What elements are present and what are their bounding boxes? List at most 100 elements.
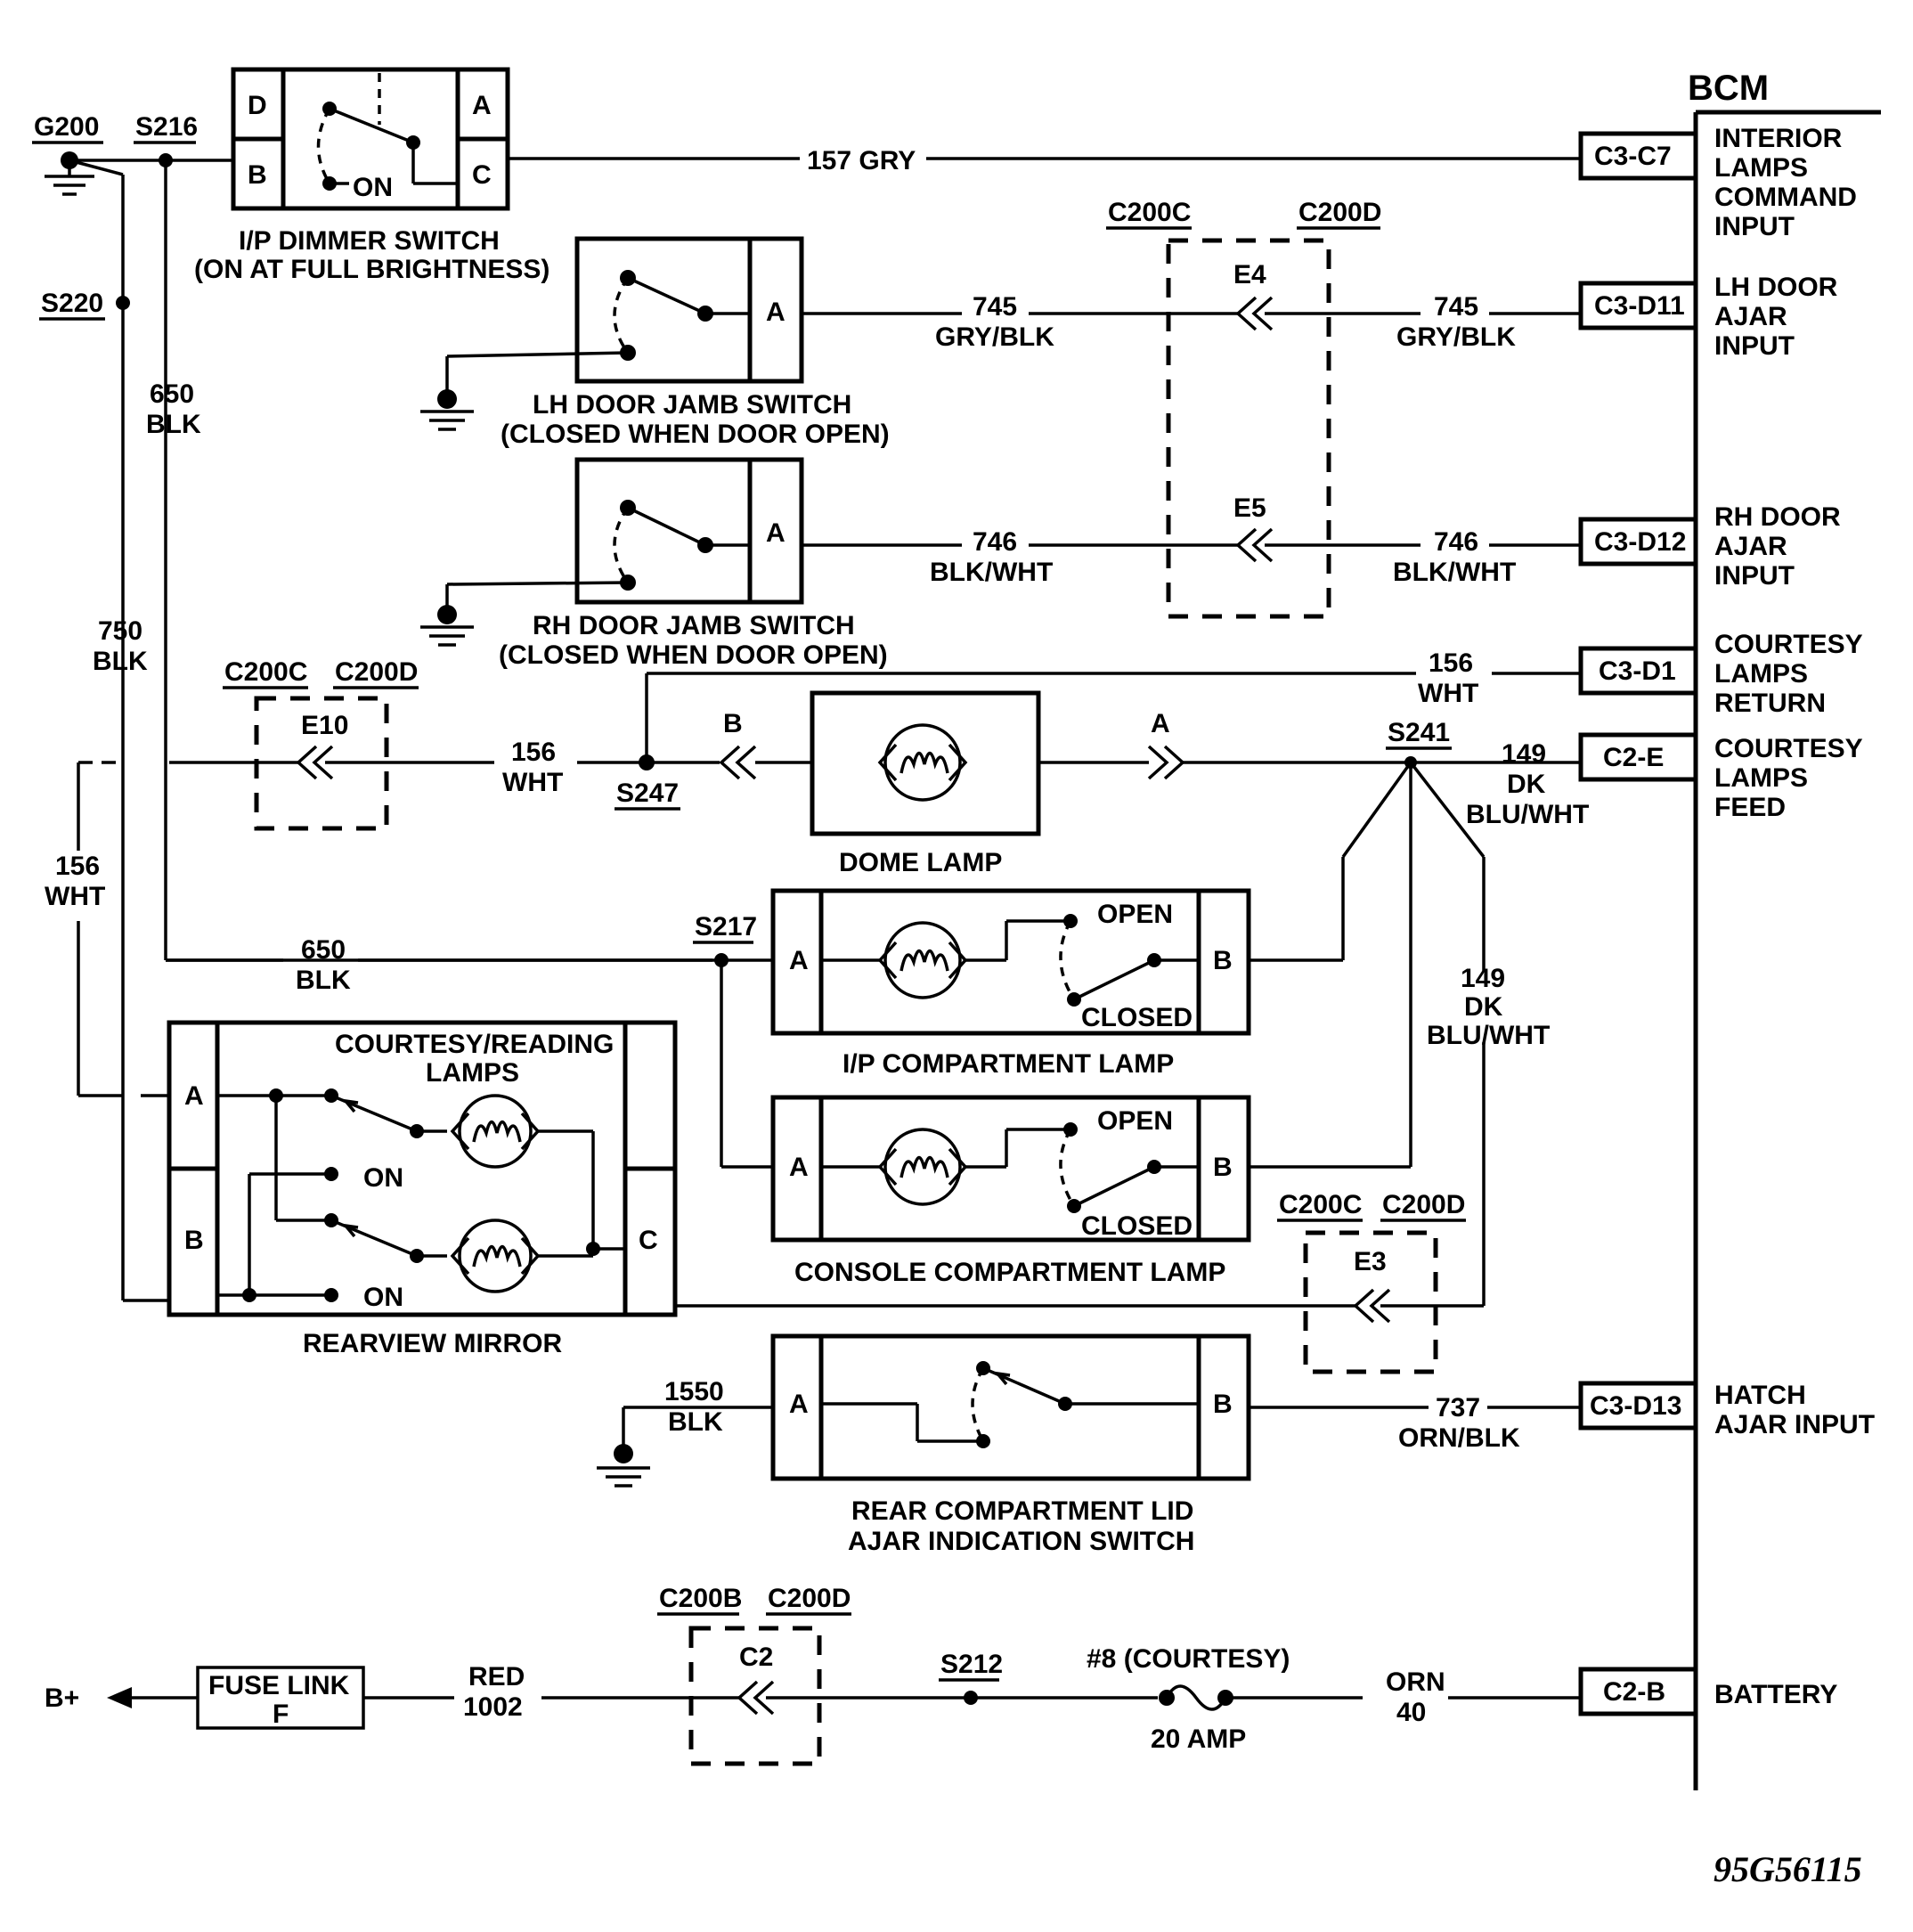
ip-compartment-lamp: A B OPEN CLOSED I/P COMPARTMENT LAMP: [770, 888, 1343, 1079]
svg-text:C2-E: C2-E: [1603, 743, 1664, 772]
svg-text:BLK: BLK: [296, 966, 351, 995]
svg-text:C200D: C200D: [1382, 1190, 1465, 1219]
svg-text:650: 650: [150, 379, 194, 409]
bcm-pin-c2e: C2-E: [1578, 732, 1698, 782]
svg-text:WHT: WHT: [1418, 679, 1478, 708]
svg-text:157 GRY: 157 GRY: [807, 146, 916, 175]
svg-text:A: A: [789, 1390, 809, 1419]
svg-text:ON: ON: [353, 173, 393, 202]
wire-745-gry-blk: 745 GRY/BLK 745 GRY/BLK: [802, 292, 1581, 352]
svg-text:WHT: WHT: [45, 882, 105, 911]
svg-text:BLK/WHT: BLK/WHT: [1393, 558, 1516, 587]
svg-text:GRY/BLK: GRY/BLK: [935, 322, 1054, 352]
svg-text:746: 746: [973, 527, 1017, 557]
svg-text:LH DOOR: LH DOOR: [1714, 273, 1838, 302]
bcm-func-rh-ajar: RH DOOR AJAR INPUT: [1714, 502, 1841, 591]
rh-door-jamb-switch: A RH DOOR JAMB SWITCH (CLOSED WHEN DOOR …: [420, 457, 888, 670]
svg-text:GRY/BLK: GRY/BLK: [1396, 322, 1516, 352]
svg-text:RH DOOR: RH DOOR: [1714, 502, 1841, 532]
bcm-title: BCM: [1688, 69, 1769, 108]
splice-s247: S247: [615, 754, 680, 811]
svg-text:BLK/WHT: BLK/WHT: [930, 558, 1053, 587]
svg-text:C200D: C200D: [335, 657, 418, 687]
svg-text:RED: RED: [468, 1662, 525, 1692]
wire-650-horizontal: 650 BLK: [166, 935, 773, 995]
console-compartment-lamp: A B OPEN CLOSED CONSOLE COMPARTMENT LAMP: [770, 1095, 1411, 1287]
bcm-pin-c3d13: C3-D13: [1578, 1381, 1698, 1431]
svg-text:1002: 1002: [463, 1692, 523, 1722]
wire-737-orn-blk: 737 ORN/BLK: [1249, 1393, 1581, 1453]
svg-text:I/P COMPARTMENT LAMP: I/P COMPARTMENT LAMP: [843, 1049, 1174, 1079]
svg-text:DK: DK: [1507, 770, 1546, 799]
svg-text:C3-D13: C3-D13: [1590, 1391, 1681, 1421]
fuse-link-f: FUSE LINK F: [196, 1666, 365, 1730]
svg-text:737: 737: [1436, 1393, 1480, 1423]
svg-text:745: 745: [973, 292, 1017, 322]
svg-text:C: C: [639, 1226, 658, 1255]
wire-149-branch-label: 149 DK BLU/WHT: [1427, 964, 1550, 1050]
svg-text:COURTESY/READING: COURTESY/READING: [335, 1030, 614, 1059]
bcm-pin-c3d12: C3-D12: [1578, 517, 1698, 567]
bcm-func-interior: INTERIOR LAMPS COMMAND INPUT: [1714, 124, 1857, 241]
wire-157-gry: 157 GRY: [508, 146, 1581, 175]
bcm-func-battery: BATTERY: [1714, 1680, 1837, 1709]
svg-text:(CLOSED WHEN DOOR OPEN): (CLOSED WHEN DOOR OPEN): [501, 420, 890, 449]
battery-feed: B+ FUSE LINK F RED 1002 C200B C200D C2 S…: [45, 1584, 1581, 1766]
svg-text:INPUT: INPUT: [1714, 212, 1795, 241]
svg-text:INPUT: INPUT: [1714, 561, 1795, 591]
svg-text:650: 650: [301, 935, 346, 965]
splice-s220: S220: [39, 289, 130, 321]
svg-text:AJAR INDICATION SWITCH: AJAR INDICATION SWITCH: [848, 1527, 1194, 1556]
svg-text:G200: G200: [34, 112, 99, 142]
svg-text:B: B: [184, 1226, 204, 1255]
svg-text:S217: S217: [695, 912, 757, 942]
splice-s217: S217: [693, 912, 773, 1169]
ip-dimmer-switch: D B A C ON I/P DIMMER SWITCH (ON AT FULL…: [194, 67, 549, 284]
svg-text:B: B: [1213, 1153, 1233, 1182]
svg-text:FUSE LINK: FUSE LINK: [208, 1671, 350, 1700]
svg-text:E4: E4: [1233, 260, 1266, 289]
svg-text:156: 156: [1429, 648, 1473, 678]
svg-text:149: 149: [1502, 739, 1546, 769]
svg-text:S216: S216: [135, 112, 198, 142]
svg-text:BLK: BLK: [146, 410, 201, 439]
fuse-8-courtesy: #8 (COURTESY) 20 AMP: [1087, 1644, 1290, 1754]
bcm-pin-c3d11: C3-D11: [1578, 281, 1698, 330]
bcm-func-courtesy-return: COURTESY LAMPS RETURN: [1714, 630, 1863, 718]
svg-text:156: 156: [55, 852, 100, 881]
svg-text:B+: B+: [45, 1683, 79, 1713]
bcm-pin-c2b: C2-B: [1578, 1667, 1698, 1716]
connector-e3: C200C C200D E3: [675, 1190, 1484, 1374]
svg-text:C200C: C200C: [1108, 198, 1191, 227]
svg-text:RH DOOR JAMB SWITCH: RH DOOR JAMB SWITCH: [533, 611, 855, 640]
svg-text:C: C: [472, 160, 492, 190]
svg-text:WHT: WHT: [502, 768, 563, 797]
svg-text:#8 (COURTESY): #8 (COURTESY): [1087, 1644, 1290, 1674]
svg-text:E10: E10: [301, 711, 348, 740]
wire-746-blk-wht: 746 BLK/WHT 746 BLK/WHT: [802, 527, 1581, 587]
svg-text:750: 750: [98, 616, 142, 646]
svg-text:ON: ON: [363, 1283, 403, 1312]
svg-text:ORN/BLK: ORN/BLK: [1398, 1423, 1520, 1453]
svg-text:BLU/WHT: BLU/WHT: [1427, 1021, 1550, 1050]
splice-s241: S241: [1341, 718, 1486, 1306]
svg-text:DK: DK: [1464, 992, 1503, 1022]
svg-text:REAR COMPARTMENT LID: REAR COMPARTMENT LID: [851, 1496, 1193, 1526]
lh-door-jamb-switch: A LH DOOR JAMB SWITCH (CLOSED WHEN DOOR …: [420, 236, 890, 449]
svg-text:LAMPS: LAMPS: [426, 1058, 519, 1088]
svg-text:CONSOLE COMPARTMENT LAMP: CONSOLE COMPARTMENT LAMP: [794, 1258, 1225, 1287]
svg-text:S220: S220: [41, 289, 103, 318]
svg-text:A: A: [789, 1153, 809, 1182]
svg-text:A: A: [184, 1081, 204, 1111]
svg-text:INPUT: INPUT: [1714, 331, 1795, 361]
wire-650-vertical-label: 650 BLK: [146, 379, 201, 439]
bcm-pin-c3c7: C3-C7: [1578, 131, 1698, 181]
svg-text:20 AMP: 20 AMP: [1151, 1724, 1246, 1754]
svg-text:CLOSED: CLOSED: [1081, 1211, 1193, 1241]
svg-text:COMMAND: COMMAND: [1714, 183, 1857, 212]
svg-text:S212: S212: [940, 1650, 1003, 1679]
svg-text:OPEN: OPEN: [1097, 900, 1173, 929]
svg-text:A: A: [766, 518, 786, 548]
svg-text:C200D: C200D: [768, 1584, 851, 1613]
svg-text:COURTESY: COURTESY: [1714, 630, 1863, 659]
